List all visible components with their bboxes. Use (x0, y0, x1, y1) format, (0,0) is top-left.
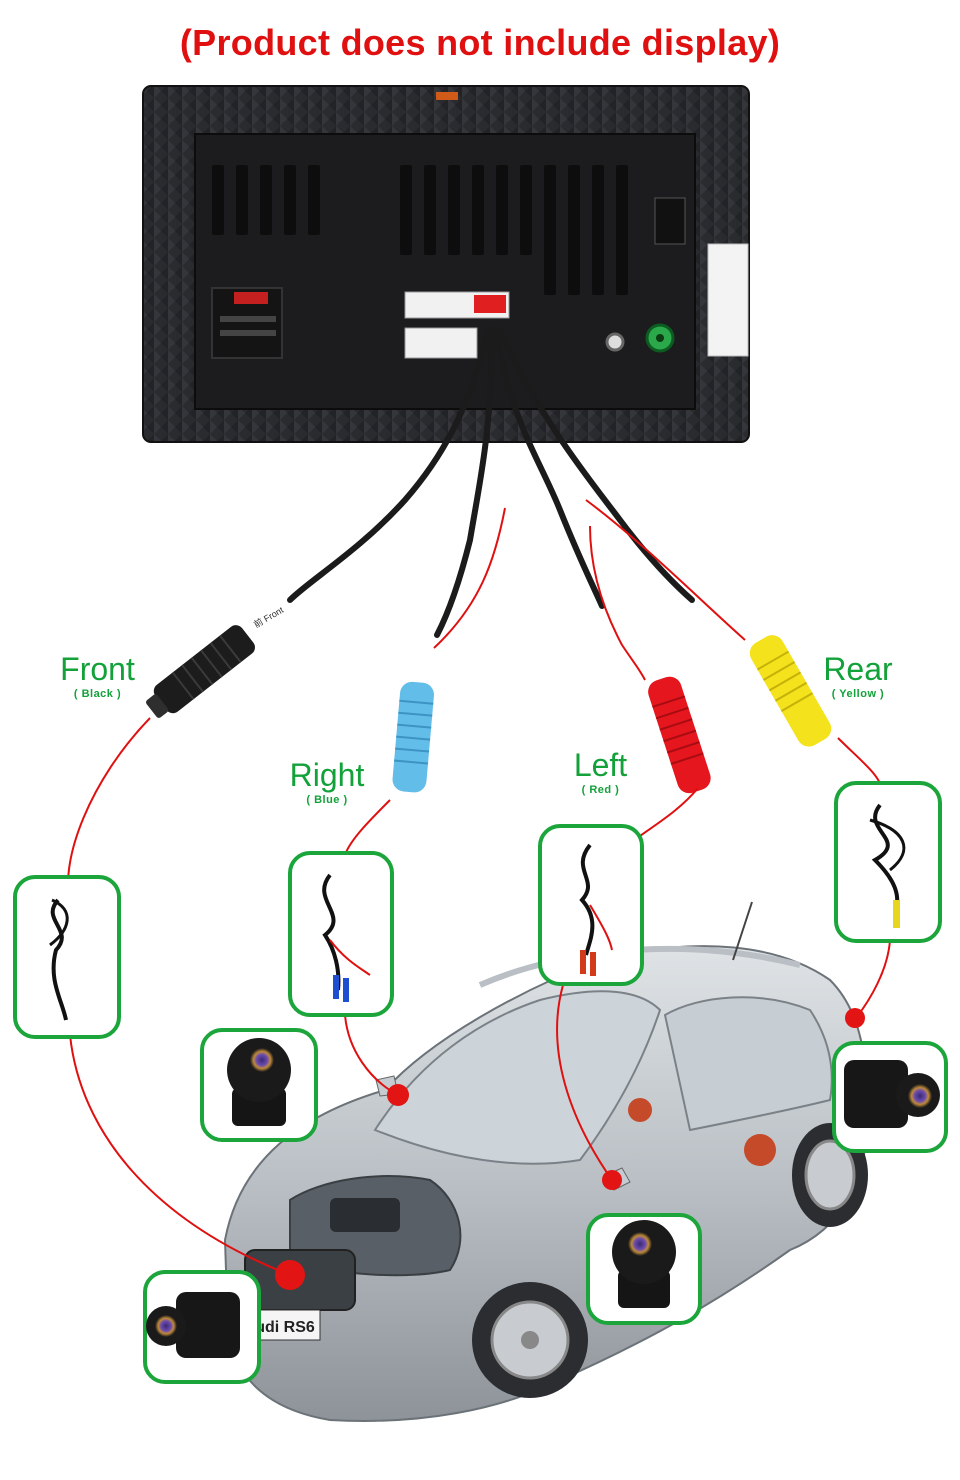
left-connector (648, 676, 711, 794)
notice-title: (Product does not include display) (179, 22, 781, 63)
front-cable-thumbnail (13, 875, 121, 1039)
right-cable-thumbnail (288, 851, 394, 1017)
left-cable-thumbnail (538, 824, 644, 986)
front-label-color: ( Black ) (73, 688, 122, 700)
rear-label-color: ( Yellow ) (831, 688, 885, 700)
left-camera-thumbnail (586, 1213, 702, 1325)
head-unit-back (142, 85, 750, 443)
rear-label-name: Rear (823, 651, 893, 687)
license-plate: udi RS6 (255, 1319, 315, 1336)
front-label-name: Front (60, 651, 135, 687)
right-connector (392, 681, 434, 793)
rear-camera-thumbnail (832, 1041, 948, 1153)
rear-connector (749, 635, 832, 747)
right-label-color: ( Blue ) (306, 794, 348, 806)
left-label-color: ( Red ) (581, 784, 620, 796)
car-illustration: udi RS6 (223, 901, 868, 1422)
cable-tag: 前 Front (252, 604, 286, 630)
front-camera-thumbnail (143, 1270, 261, 1384)
rear-cable-thumbnail (834, 781, 942, 943)
left-label-name: Left (573, 747, 628, 783)
front-label: Front ( Black ) (40, 652, 155, 702)
mount-points (275, 1008, 865, 1290)
power-leads (433, 499, 746, 681)
front-connector (146, 625, 255, 718)
camera-harness (287, 327, 695, 638)
right-label: Right ( Blue ) (272, 758, 382, 808)
rear-label: Rear ( Yellow ) (808, 652, 908, 702)
right-label-name: Right (289, 757, 365, 793)
left-label: Left ( Red ) (553, 748, 648, 798)
right-camera-thumbnail (200, 1028, 318, 1142)
